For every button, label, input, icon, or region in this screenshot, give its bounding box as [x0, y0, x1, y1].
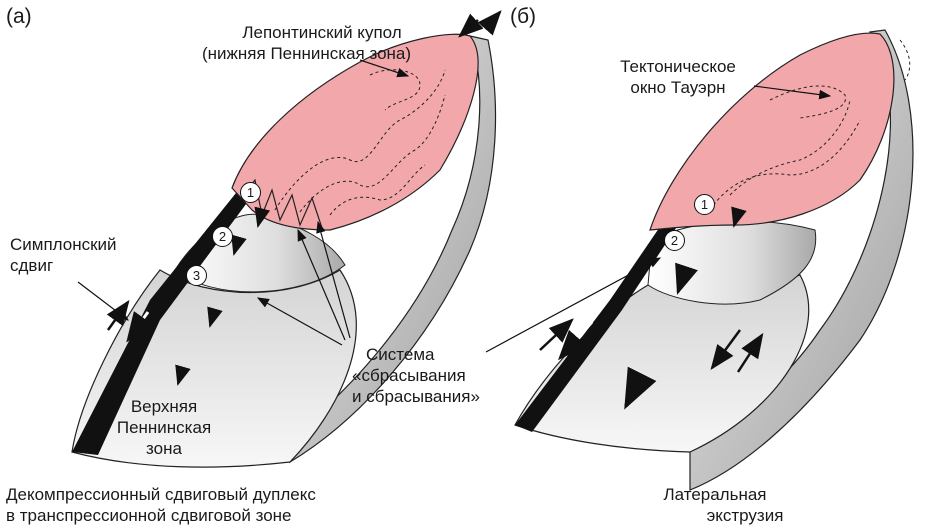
- panel-b-letter: (б): [510, 6, 536, 27]
- tauern-window-label-line2: окно Тауэрн: [608, 77, 748, 98]
- panel-b-caption-line1: Латеральная: [640, 484, 790, 505]
- panel-b-caption-line2: экструзия: [640, 505, 790, 526]
- lepontine-dome-label-line2: (нижняя Пеннинская зона): [202, 43, 402, 64]
- tauern-window-label: Тектоническое окно Тауэрн: [608, 56, 748, 98]
- panel-a-caption-line1: Декомпрессионный сдвиговый дуплекс: [6, 484, 316, 505]
- marker-a-2: 2: [212, 226, 233, 247]
- panel-a-caption: Декомпрессионный сдвиговый дуплекс в тра…: [6, 484, 316, 526]
- lepontine-dome-label: Лепонтинский купол (нижняя Пеннинская зо…: [242, 22, 402, 64]
- leader-simplon: [78, 282, 128, 320]
- simplon-label-line2: сдвиг: [10, 255, 117, 276]
- panel-a-caption-line2: в транспрессионной сдвиговой зоне: [6, 505, 316, 526]
- simplon-label-line1: Симплонский: [10, 234, 117, 255]
- system-label-line2: «сбрасывания: [352, 365, 480, 386]
- top-arrow-1: [460, 20, 478, 36]
- system-label: Система «сбрасывания и сбрасывания»: [352, 344, 480, 407]
- lepontine-dome-label-line1: Лепонтинский купол: [242, 22, 402, 43]
- marker-a-1: 1: [240, 182, 261, 203]
- system-label-line3: и сбрасывания»: [352, 386, 480, 407]
- marker-b-1: 1: [694, 194, 715, 215]
- upper-penninic-label: Верхняя Пеннинская зона: [114, 396, 214, 459]
- panel-a-letter: (а): [6, 6, 32, 27]
- panel-b-block: [486, 30, 913, 490]
- simplon-label: Симплонский сдвиг: [10, 234, 117, 276]
- upper-penninic-label-line3: зона: [114, 438, 214, 459]
- panel-b-caption: Латеральная экструзия: [640, 484, 790, 526]
- marker-a-3: 3: [186, 265, 207, 286]
- top-arrow-2: [486, 12, 500, 28]
- upper-penninic-label-line2: Пеннинская: [114, 417, 214, 438]
- marker-b-2: 2: [664, 230, 685, 251]
- tauern-window-label-line1: Тектоническое: [608, 56, 748, 77]
- system-label-line1: Система: [352, 344, 480, 365]
- upper-penninic-label-line1: Верхняя: [114, 396, 214, 417]
- fault-arrow-up-b: [540, 320, 572, 350]
